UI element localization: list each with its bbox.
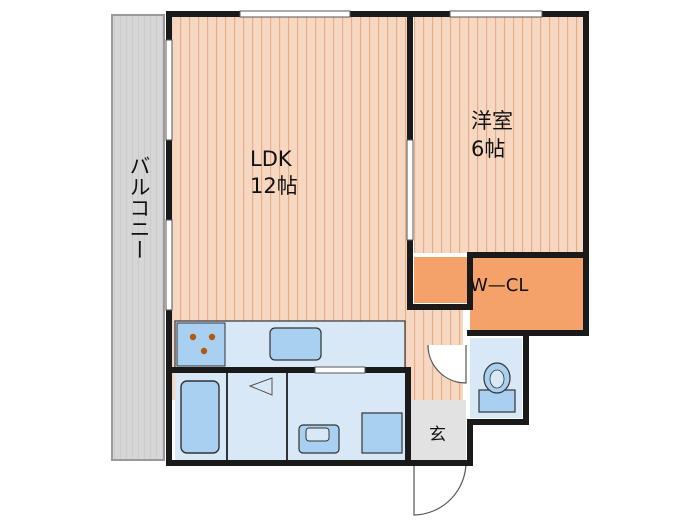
burner-1 xyxy=(189,333,197,341)
entrance-label: 玄 xyxy=(429,425,446,445)
ldk-floor xyxy=(172,17,463,400)
wcl-floor xyxy=(414,257,583,330)
western-room-floor xyxy=(414,17,583,253)
ldk-name: LDK xyxy=(250,147,293,171)
washer-space xyxy=(361,412,403,454)
stove xyxy=(176,322,226,367)
ldk-size: 12帖 xyxy=(250,174,298,198)
balcony-label: バルコニー xyxy=(127,155,151,260)
front-door xyxy=(413,461,467,516)
bathtub xyxy=(180,380,220,454)
burner-2 xyxy=(208,333,216,341)
toilet-door xyxy=(427,344,467,384)
western-room-name: 洋室 xyxy=(471,109,513,133)
windows xyxy=(165,10,543,374)
kitchen-sink xyxy=(269,327,322,361)
balcony xyxy=(111,14,165,461)
burner-3 xyxy=(200,347,208,355)
entrance-floor xyxy=(410,400,466,460)
wcl-label: W—CL xyxy=(470,275,528,296)
washbasin-bowl xyxy=(305,427,330,442)
bath-door xyxy=(248,377,273,396)
western-room-size: 6帖 xyxy=(471,137,505,161)
